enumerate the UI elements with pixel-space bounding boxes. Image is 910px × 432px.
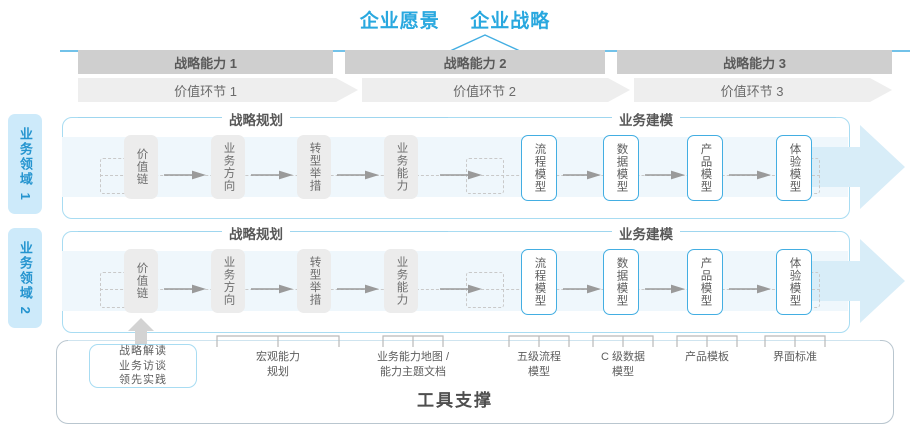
caption-process-model: 五级流程 模型 bbox=[517, 351, 561, 378]
row-2-arrow-4 bbox=[440, 284, 482, 294]
row-2-node-3-label: 转型举措 bbox=[308, 256, 321, 306]
caption-ui-standard: 界面标准 bbox=[773, 351, 817, 363]
row-2-node-2-label: 业务方向 bbox=[222, 256, 235, 306]
value-chain-band-2-textwrap: 价值环节 2 bbox=[362, 78, 607, 102]
strategy-input-note-text: 战略解读 业务访谈 领先实践 bbox=[119, 344, 167, 387]
row-1-node-1[interactable]: 价值链 bbox=[124, 135, 158, 199]
row-1-arrow-5 bbox=[563, 170, 601, 180]
row-1-node-5[interactable]: 流程模型 bbox=[521, 135, 557, 201]
row-1-node-3-label: 转型举措 bbox=[308, 142, 321, 192]
row-1-arrow-3 bbox=[337, 170, 379, 180]
capability-band-3: 战略能力 3 bbox=[617, 50, 892, 74]
row-1-arrow-6 bbox=[645, 170, 685, 180]
enterprise-vision-label: 企业愿景 bbox=[359, 11, 440, 32]
domain-row-1-output-arrow bbox=[790, 125, 905, 209]
row-1-node-8[interactable]: 体验模型 bbox=[776, 135, 812, 201]
row-1-node-3[interactable]: 转型举措 bbox=[297, 135, 331, 199]
value-chain-source-arrow bbox=[128, 318, 154, 348]
row-2-section-2-title: 业务建模 bbox=[612, 223, 680, 243]
tool-support-divider bbox=[68, 340, 880, 341]
caption-product-template: 产品模板 bbox=[685, 351, 729, 363]
row-2-node-7-label: 产品模型 bbox=[699, 257, 712, 307]
sidebar-item-domain-2[interactable]: 业务领域 2 bbox=[8, 228, 42, 328]
value-chain-band-3 bbox=[634, 78, 892, 102]
bracket-ui-standard bbox=[764, 335, 826, 347]
value-chain-band-1 bbox=[78, 78, 358, 102]
row-1-node-5-label: 流程模型 bbox=[533, 143, 546, 193]
sidebar-item-domain-1-label: 业务领域 1 bbox=[17, 126, 33, 202]
row-2-arrow-7 bbox=[729, 284, 771, 294]
caption-data-model: C 级数据 模型 bbox=[601, 351, 645, 378]
enterprise-strategy-label: 企业战略 bbox=[470, 11, 551, 32]
row-2-dashbox-mid bbox=[466, 272, 504, 308]
row-1-node-7[interactable]: 产品模型 bbox=[687, 135, 723, 201]
caption-capability-map: 业务能力地图 / 能力主题文档 bbox=[376, 351, 450, 378]
value-chain-band-3-label: 价值环节 3 bbox=[720, 83, 784, 99]
row-1-section-2-title: 业务建模 bbox=[612, 109, 680, 129]
row-2-node-6-label: 数据模型 bbox=[615, 257, 628, 307]
domain-row-1-flow-band bbox=[62, 137, 848, 197]
sidebar-item-domain-1[interactable]: 业务领域 1 bbox=[8, 114, 42, 214]
value-chain-band-1-label: 价值环节 1 bbox=[174, 83, 237, 99]
row-1-node-1-label: 价值链 bbox=[135, 148, 148, 186]
row-2-node-7[interactable]: 产品模型 bbox=[687, 249, 723, 315]
strategy-input-note[interactable]: 战略解读 业务访谈 领先实践 bbox=[89, 344, 197, 388]
domain-row-2-output-arrow bbox=[790, 239, 905, 323]
row-2-section-1-title: 战略规划 bbox=[222, 223, 290, 243]
value-chain-band-1-textwrap: 价值环节 1 bbox=[78, 78, 333, 102]
sidebar-item-domain-2-label: 业务领域 2 bbox=[17, 240, 33, 316]
row-1-arrow-2 bbox=[251, 170, 293, 180]
row-1-arrow-1 bbox=[164, 170, 206, 180]
row-2-node-1-label: 价值链 bbox=[135, 262, 148, 300]
row-1-dashbox-mid bbox=[466, 158, 504, 194]
row-1-node-6-label: 数据模型 bbox=[615, 143, 628, 193]
row-2-arrow-5 bbox=[563, 284, 601, 294]
row-1-node-7-label: 产品模型 bbox=[699, 143, 712, 193]
row-1-section-1-title: 战略规划 bbox=[222, 109, 290, 129]
row-2-node-3[interactable]: 转型举措 bbox=[297, 249, 331, 313]
caption-macro-capability: 宏观能力 规划 bbox=[256, 351, 300, 378]
capability-band-2: 战略能力 2 bbox=[345, 50, 605, 74]
row-2-node-8[interactable]: 体验模型 bbox=[776, 249, 812, 315]
row-2-node-2[interactable]: 业务方向 bbox=[211, 249, 245, 313]
top-title: 企业愿景 企业战略 bbox=[0, 6, 910, 33]
capability-band-1-label: 战略能力 1 bbox=[174, 55, 237, 71]
value-chain-band-2-label: 价值环节 2 bbox=[453, 83, 516, 99]
row-1-node-4-label: 业务能力 bbox=[395, 142, 408, 192]
domain-row-2-flow-band bbox=[62, 251, 848, 311]
row-2-node-5-label: 流程模型 bbox=[533, 257, 546, 307]
tool-support-title: 工具支撑 bbox=[417, 391, 493, 410]
row-1-node-2-label: 业务方向 bbox=[222, 142, 235, 192]
value-chain-band-2 bbox=[362, 78, 630, 102]
row-2-node-5[interactable]: 流程模型 bbox=[521, 249, 557, 315]
row-1-arrow-4 bbox=[440, 170, 482, 180]
row-1-node-6[interactable]: 数据模型 bbox=[603, 135, 639, 201]
row-1-node-8-label: 体验模型 bbox=[788, 143, 801, 193]
value-chain-band-3-textwrap: 价值环节 3 bbox=[634, 78, 870, 102]
row-2-arrow-3 bbox=[337, 284, 379, 294]
row-2-arrow-6 bbox=[645, 284, 685, 294]
row-2-arrow-1 bbox=[164, 284, 206, 294]
capability-band-2-label: 战略能力 2 bbox=[443, 55, 507, 71]
row-1-arrow-7 bbox=[729, 170, 771, 180]
row-2-node-6[interactable]: 数据模型 bbox=[603, 249, 639, 315]
capability-band-1: 战略能力 1 bbox=[78, 50, 333, 74]
bracket-process-model bbox=[508, 335, 570, 347]
row-2-node-8-label: 体验模型 bbox=[788, 257, 801, 307]
row-2-node-4[interactable]: 业务能力 bbox=[384, 249, 418, 313]
bracket-capability-map bbox=[382, 335, 444, 347]
bracket-product-template bbox=[676, 335, 738, 347]
row-2-node-4-label: 业务能力 bbox=[395, 256, 408, 306]
row-2-arrow-2 bbox=[251, 284, 293, 294]
bracket-data-model bbox=[592, 335, 654, 347]
row-1-node-4[interactable]: 业务能力 bbox=[384, 135, 418, 199]
bracket-macro-capability bbox=[216, 335, 340, 347]
row-1-node-2[interactable]: 业务方向 bbox=[211, 135, 245, 199]
capability-band-3-label: 战略能力 3 bbox=[723, 55, 786, 71]
row-2-node-1[interactable]: 价值链 bbox=[124, 249, 158, 313]
